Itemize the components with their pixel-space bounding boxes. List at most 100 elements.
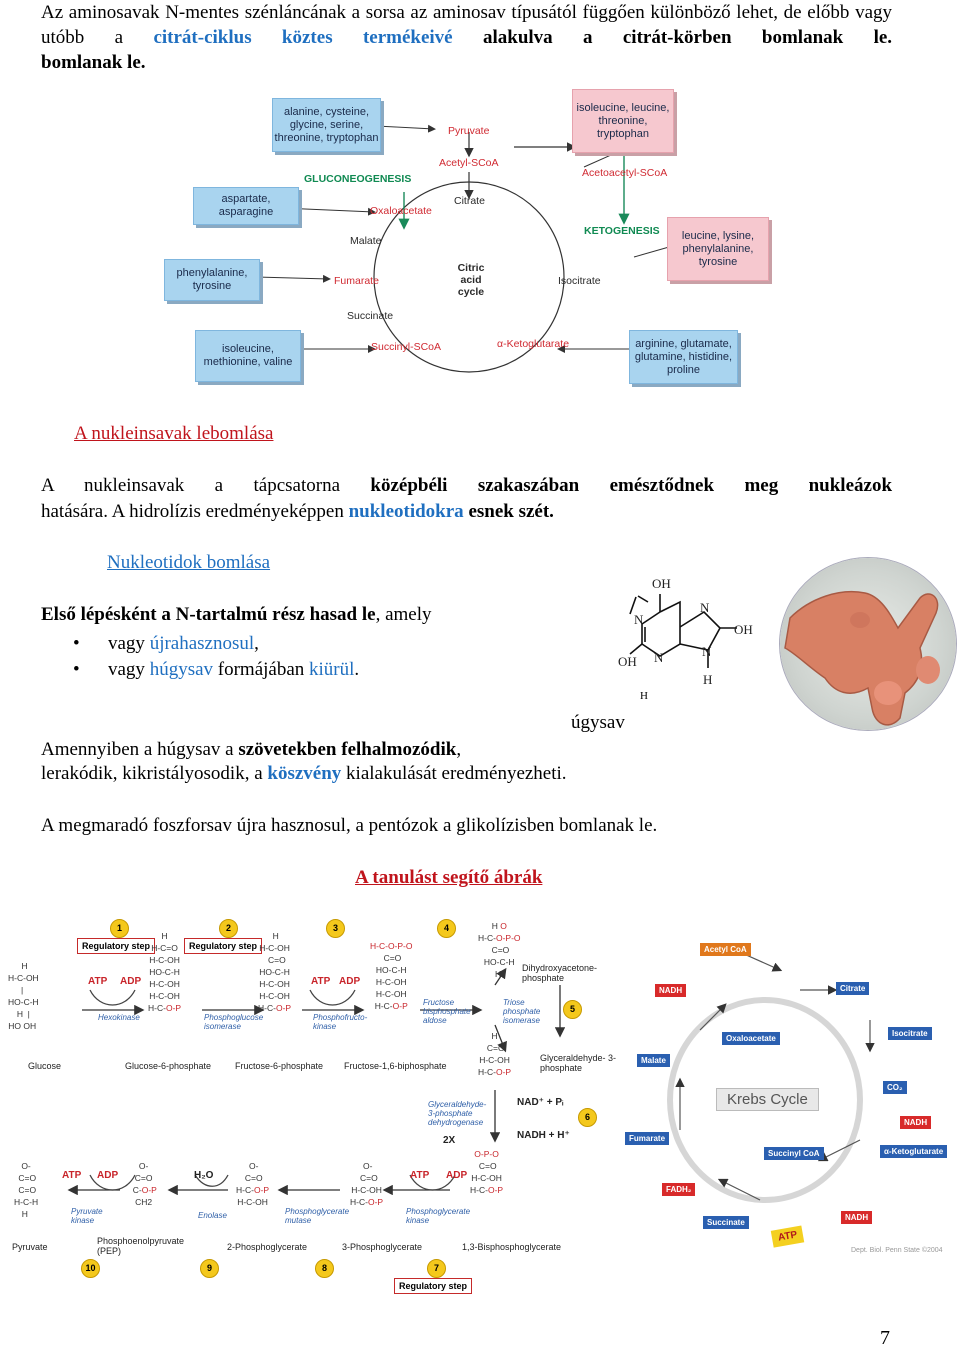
amino-box-ketoglutarate: arginine, glutamate, glutamine, histidin… bbox=[629, 330, 738, 384]
fate-reuse-b: újrahasznosul bbox=[149, 633, 255, 654]
name-dhap: Dihydroxyacetone- phosphate bbox=[522, 963, 598, 983]
molecule-f16bp: H-C-O-P-O C=O HO-C-H H-C-OH H-C-OH H-C-O… bbox=[370, 941, 413, 1011]
atom-oh-left: OH bbox=[618, 654, 637, 669]
enzyme-aldolase: Fructose bisphosphate aldose bbox=[423, 998, 471, 1025]
atp-label-1: ATP bbox=[88, 976, 108, 987]
adp-label-7: ADP bbox=[446, 1170, 468, 1181]
label-ketogenesis: KETOGENESIS bbox=[584, 225, 660, 237]
first-step-rest: , amely bbox=[375, 604, 432, 625]
amino-box-oxaloacetate-text: aspartate, asparagine bbox=[218, 193, 274, 218]
name-bpg: 1,3-Bisphosphoglycerate bbox=[462, 1242, 562, 1252]
nucleotide-first-step: Első lépésként a N-tartalmú rész hasad l… bbox=[41, 603, 432, 627]
uric-acid-structure: OH N N OH N N OH H bbox=[612, 572, 762, 692]
intro-paragraph: Az aminosavak N-mentes szénláncának a so… bbox=[41, 0, 892, 50]
amino-box-acetoacetyl-text: isoleucine, leucine, threonine, tryptoph… bbox=[576, 101, 670, 140]
section-title-learning-figures: A tanulást segítő ábrák bbox=[355, 867, 543, 888]
nucleic-highlight: nukleotidokra bbox=[348, 501, 464, 522]
fate-reuse-a: vagy bbox=[108, 633, 150, 654]
section-title-nucleic-acids: A nukleinsavak lebomlása bbox=[74, 423, 274, 444]
nucleic-bold-2: nukleázok bbox=[808, 475, 893, 496]
molecule-g6p: H H-C=O H-C-OH HO-C-H H-C-OH H-C-OH H-C-… bbox=[148, 931, 182, 1013]
step-number-2: 2 bbox=[219, 919, 238, 938]
krebs-succinate: Succinate bbox=[703, 1216, 749, 1229]
nucleic-text-1: A nukleinsavak a tápcsatorna bbox=[41, 475, 341, 496]
label-succinyl-scoa: Succinyl-SCoA bbox=[371, 341, 442, 353]
amino-box-oxaloacetate: aspartate, asparagine bbox=[193, 187, 299, 225]
intro-highlight: citrát-ciklus köztes termékeivé bbox=[153, 27, 453, 48]
adp-label-10: ADP bbox=[97, 1170, 119, 1181]
fate-excrete-b: húgysav bbox=[149, 659, 214, 680]
label-acetyl-scoa: Acetyl-SCoA bbox=[439, 157, 499, 169]
step-number-8: 8 bbox=[315, 1259, 334, 1278]
krebs-credit: Dept. Biol. Penn State ©2004 bbox=[851, 1247, 943, 1254]
amino-box-succinyl-text: isoleucine, methionine, valine bbox=[203, 343, 293, 368]
name-glucose: Glucose bbox=[28, 1061, 62, 1071]
first-step-bold: Első lépésként a N-tartalmú rész hasad l… bbox=[41, 604, 376, 625]
enzyme-gapdh: Glyceraldehyde- 3-phosphate dehydrogenas… bbox=[428, 1100, 487, 1127]
fate-excrete-a: vagy bbox=[108, 659, 150, 680]
krebs-fadh2: FADH₂ bbox=[662, 1183, 696, 1196]
step-number-3: 3 bbox=[326, 919, 345, 938]
atom-n-4: N bbox=[702, 644, 712, 659]
molecule-2pg: O- C=O H-C-O-P H-C-OH bbox=[236, 1161, 270, 1207]
fate-excrete-e: . bbox=[354, 659, 360, 680]
amino-acid-catabolism-diagram: alanine, cysteine, glycine, serine, thre… bbox=[164, 87, 774, 387]
regulatory-step-3: Regulatory step bbox=[394, 1278, 473, 1294]
molecule-glucose: H H-C-OH | HO-C-H H | HO OH bbox=[8, 961, 39, 1031]
label-oxaloacetate: Oxaloacetate bbox=[370, 205, 432, 217]
name-pyruvate: Pyruvate bbox=[12, 1242, 48, 1252]
nucleic-bold-3: esnek szét. bbox=[468, 501, 554, 522]
label-citric-acid-cycle: Citric acid cycle bbox=[457, 262, 485, 298]
label-gluconeogenesis: GLUCONEOGENESIS bbox=[304, 173, 412, 185]
atom-n-2: N bbox=[700, 600, 710, 615]
uric-acid-h-fragment: H bbox=[640, 690, 648, 702]
krebs-isocitrate: Isocitrate bbox=[888, 1027, 932, 1040]
krebs-alpha-ketoglutarate: α-Ketoglutarate bbox=[880, 1145, 948, 1158]
accum-text-3: kialakulását eredményezheti. bbox=[346, 763, 567, 784]
amino-box-succinyl: isoleucine, methionine, valine bbox=[195, 330, 301, 382]
enzyme-pgi: Phosphoglucose isomerase bbox=[204, 1013, 264, 1031]
nad-plus-pi: NAD⁺ + Pᵢ bbox=[517, 1097, 564, 1108]
name-3pg: 3-Phosphoglycerate bbox=[342, 1242, 423, 1252]
adp-label-1: ADP bbox=[120, 976, 142, 987]
molecule-pep: O- C=O C-O-P CH2 bbox=[132, 1161, 157, 1207]
amino-box-ketogenic-text: leucine, lysine, phenylalanine, tyrosine bbox=[681, 229, 755, 268]
step-number-4: 4 bbox=[437, 919, 456, 938]
accum-bold: szövetekben felhalmozódik bbox=[238, 739, 457, 760]
atp-label-10: ATP bbox=[62, 1170, 82, 1181]
step-number-10: 10 bbox=[81, 1259, 100, 1278]
krebs-acetyl-coa: Acetyl CoA bbox=[700, 943, 751, 956]
enzyme-enolase: Enolase bbox=[198, 1211, 227, 1220]
enzyme-pgm: Phosphoglycerate mutase bbox=[285, 1207, 350, 1225]
atom-n-3: N bbox=[654, 650, 664, 665]
label-succinate: Succinate bbox=[347, 310, 394, 322]
enzyme-tpi: Triose phosphate isomerase bbox=[503, 998, 541, 1025]
uric-acid-bonds bbox=[629, 594, 737, 668]
amino-box-ketoglutarate-text: arginine, glutamate, glutamine, histidin… bbox=[634, 337, 733, 376]
krebs-co2: CO₂ bbox=[883, 1081, 907, 1094]
page-number: 7 bbox=[880, 1327, 890, 1349]
phosphate-paragraph: A megmaradó foszforsav újra hasznosul, a… bbox=[41, 815, 658, 836]
krebs-nadh-2: NADH bbox=[900, 1116, 932, 1129]
amino-box-acetoacetyl: isoleucine, leucine, threonine, tryptoph… bbox=[572, 89, 674, 153]
name-g3p: Glyceraldehyde- 3-phosphate bbox=[540, 1053, 617, 1073]
regulatory-step-1: Regulatory step bbox=[77, 938, 156, 954]
krebs-fumarate: Fumarate bbox=[625, 1132, 670, 1145]
regulatory-step-2: Regulatory step bbox=[184, 938, 263, 954]
label-citrate: Citrate bbox=[454, 195, 485, 207]
accum-text-1: Amennyiben a húgysav a bbox=[41, 739, 234, 760]
amino-box-ketogenic: leucine, lysine, phenylalanine, tyrosine bbox=[667, 217, 769, 281]
h2o-label: H₂O bbox=[194, 1170, 214, 1181]
krebs-succinyl-coa: Succinyl CoA bbox=[764, 1147, 824, 1160]
accumulation-line-2: lerakódik, kikristályosodik, a köszvény … bbox=[41, 762, 567, 786]
name-pep: Phosphoenolpyruvate (PEP) bbox=[97, 1236, 185, 1256]
step-number-1: 1 bbox=[110, 919, 129, 938]
times-two-label: 2X bbox=[443, 1135, 456, 1146]
gout-term: köszvény bbox=[267, 763, 342, 784]
nucleic-acids-line-2: hatására. A hidrolízis eredményeképpen n… bbox=[41, 500, 554, 524]
fate-excrete-d: kiürül bbox=[309, 659, 355, 680]
uric-acid-caption: úgysav bbox=[571, 712, 625, 733]
krebs-nadh-3: NADH bbox=[841, 1211, 873, 1224]
name-2pg: 2-Phosphoglycerate bbox=[227, 1242, 308, 1252]
name-f6p: Fructose-6-phosphate bbox=[235, 1061, 324, 1071]
